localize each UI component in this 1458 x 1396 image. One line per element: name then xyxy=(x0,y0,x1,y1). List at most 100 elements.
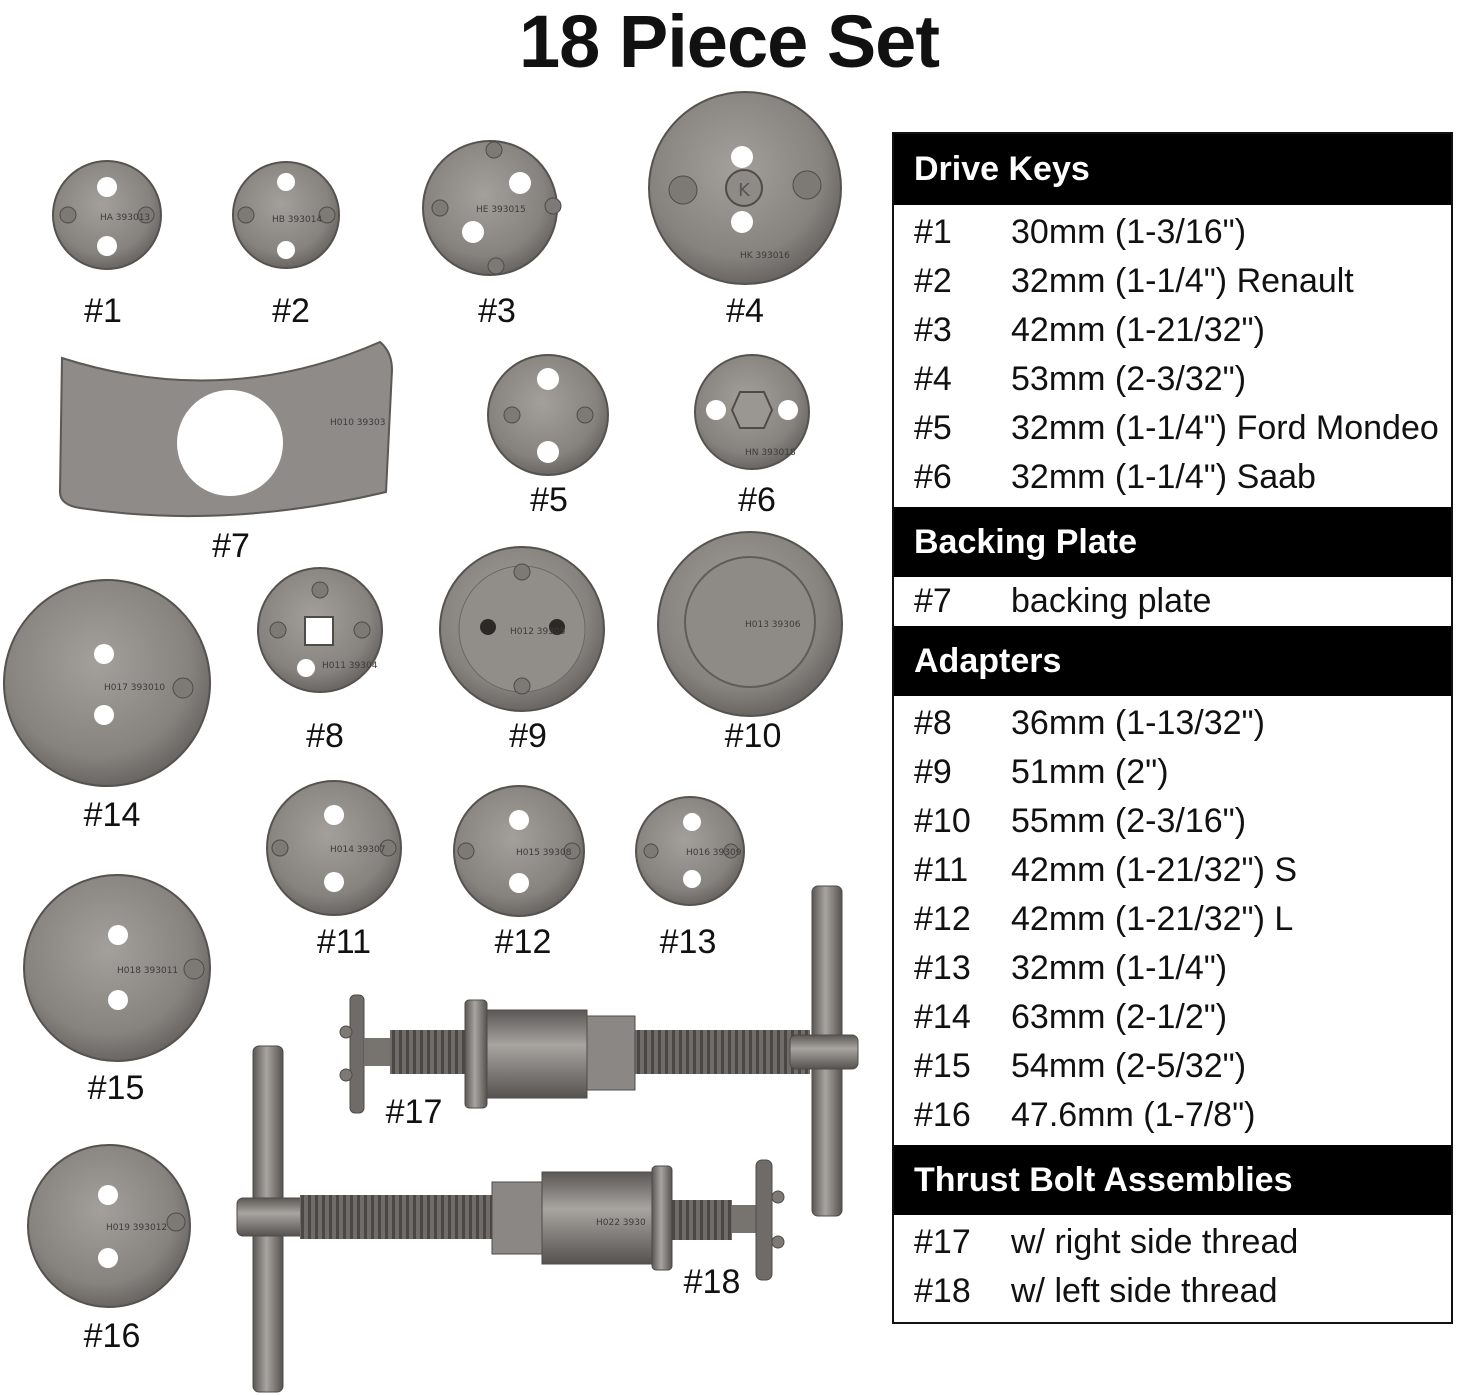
legend-row: #11 42mm (1-21/32") S xyxy=(894,846,1451,895)
part-label-6: #6 xyxy=(738,481,776,519)
legend-desc: 47.6mm (1-7/8") xyxy=(1011,1096,1256,1134)
part-12-stamp: H015 39308 xyxy=(516,848,572,858)
part-4-center-mark: K xyxy=(738,180,751,201)
legend-row: #4 53mm (2-3/32") xyxy=(894,355,1451,404)
part-label-14: #14 xyxy=(84,796,141,834)
legend-row: #7 backing plate xyxy=(894,577,1451,626)
legend-row: #10 55mm (2-3/16") xyxy=(894,797,1451,846)
part-label-2: #2 xyxy=(272,292,310,330)
legend-heading-backing-plate: Backing Plate xyxy=(894,507,1451,577)
legend-row: #1 30mm (1-3/16") xyxy=(894,208,1451,257)
part-16-stamp: H019 393012 xyxy=(106,1223,167,1233)
part-2-stamp: HB 393014 xyxy=(272,215,322,225)
legend-key: #13 xyxy=(914,949,971,987)
legend-key: #1 xyxy=(914,213,952,251)
part-label-16: #16 xyxy=(84,1317,141,1355)
legend-heading-adapters: Adapters xyxy=(894,626,1451,696)
legend-row: #15 54mm (2-5/32") xyxy=(894,1042,1451,1091)
legend-desc: 55mm (2-3/16") xyxy=(1011,802,1247,840)
legend-desc: 32mm (1-1/4") Saab xyxy=(1011,458,1316,496)
legend-desc: 63mm (2-1/2") xyxy=(1011,998,1228,1036)
legend-row: #17 w/ right side thread xyxy=(894,1218,1451,1267)
legend-row: #3 42mm (1-21/32") xyxy=(894,306,1451,355)
part-14-stamp: H017 393010 xyxy=(104,683,165,693)
legend-key: #6 xyxy=(914,458,952,496)
legend-key: #3 xyxy=(914,311,952,349)
part-1-stamp: HA 393013 xyxy=(100,213,150,223)
part-9-stamp: H012 39305 xyxy=(510,627,565,637)
legend-key: #10 xyxy=(914,802,971,840)
part-10-stamp: H013 39306 xyxy=(745,620,801,630)
legend-desc: 53mm (2-3/32") xyxy=(1011,360,1247,398)
adapter-15: H018 393011 xyxy=(23,874,211,1062)
part-11-stamp: H014 39307 xyxy=(330,845,385,855)
part-label-5: #5 xyxy=(530,481,568,519)
part-label-18: #18 xyxy=(684,1263,741,1301)
part-18-stamp: H022 3930 xyxy=(596,1218,646,1228)
legend-key: #4 xyxy=(914,360,952,398)
adapter-10: H013 39306 xyxy=(657,531,843,717)
part-label-9: #9 xyxy=(509,717,547,755)
part-label-11: #11 xyxy=(317,923,371,961)
adapter-11: H014 39307 xyxy=(266,780,402,916)
legend-row: #13 32mm (1-1/4") xyxy=(894,944,1451,993)
legend-desc: 54mm (2-5/32") xyxy=(1011,1047,1247,1085)
legend-row: #9 51mm (2") xyxy=(894,748,1451,797)
part-label-12: #12 xyxy=(495,923,552,961)
legend-desc: 36mm (1-13/32") xyxy=(1011,704,1265,742)
legend-key: #16 xyxy=(914,1096,971,1134)
legend-key: #15 xyxy=(914,1047,971,1085)
legend-heading-text: Thrust Bolt Assemblies xyxy=(914,1160,1293,1199)
legend-key: #17 xyxy=(914,1223,971,1261)
legend-desc: 30mm (1-3/16") xyxy=(1011,213,1247,251)
legend-heading-drive-keys: Drive Keys xyxy=(894,134,1451,205)
part-label-1: #1 xyxy=(84,292,122,330)
legend-desc: w/ right side thread xyxy=(1011,1223,1299,1261)
part-3-stamp: HE 393015 xyxy=(476,205,526,215)
drive-key-6: HN 393018 xyxy=(694,354,810,470)
legend-desc: 42mm (1-21/32") xyxy=(1011,311,1265,349)
drive-key-5 xyxy=(487,354,609,476)
adapter-13: H016 39309 xyxy=(635,796,745,906)
legend-key: #7 xyxy=(914,582,952,620)
legend-desc: 32mm (1-1/4") xyxy=(1011,949,1228,987)
legend-desc: 42mm (1-21/32") S xyxy=(1011,851,1298,889)
legend-desc: w/ left side thread xyxy=(1011,1272,1278,1310)
legend-key: #14 xyxy=(914,998,971,1036)
part-label-15: #15 xyxy=(88,1069,145,1107)
adapter-14: H017 393010 xyxy=(3,579,211,787)
legend-row: #14 63mm (2-1/2") xyxy=(894,993,1451,1042)
drive-key-4: K HK 393016 xyxy=(648,91,842,285)
legend-key: #18 xyxy=(914,1272,971,1310)
legend-key: #8 xyxy=(914,704,952,742)
part-label-13: #13 xyxy=(660,923,717,961)
tool-set-photo: HA 393013 HB 393014 HE 393015 K HK 39301… xyxy=(3,91,859,1393)
legend-desc: 42mm (1-21/32") L xyxy=(1011,900,1294,938)
legend-desc: 51mm (2") xyxy=(1011,753,1169,791)
page-title: 18 Piece Set xyxy=(519,0,940,83)
legend-row: #12 42mm (1-21/32") L xyxy=(894,895,1451,944)
adapter-9: H012 39305 xyxy=(439,546,605,712)
part-8-stamp: H011 39304 xyxy=(322,661,378,671)
legend-row: #18 w/ left side thread xyxy=(894,1267,1451,1316)
legend-key: #9 xyxy=(914,753,952,791)
part-label-10: #10 xyxy=(725,717,782,755)
adapter-16: H019 393012 xyxy=(27,1144,191,1308)
part-label-8: #8 xyxy=(306,717,344,755)
legend-heading-thrust-bolt-assemblies: Thrust Bolt Assemblies xyxy=(894,1145,1451,1215)
legend-row: #6 32mm (1-1/4") Saab xyxy=(894,453,1451,502)
legend-desc: 32mm (1-1/4") Renault xyxy=(1011,262,1354,300)
legend-key: #5 xyxy=(914,409,952,447)
legend-key: #12 xyxy=(914,900,971,938)
legend-key: #11 xyxy=(914,851,969,889)
backing-plate-7: H010 39303 xyxy=(58,340,394,518)
legend-row: #16 47.6mm (1-7/8") xyxy=(894,1091,1451,1140)
part-15-stamp: H018 393011 xyxy=(117,966,178,976)
drive-key-2: HB 393014 xyxy=(232,161,340,269)
part-6-stamp: HN 393018 xyxy=(745,448,796,458)
thrust-bolt-17 xyxy=(339,885,859,1217)
part-4-stamp: HK 393016 xyxy=(740,251,790,261)
drive-key-3: HE 393015 xyxy=(422,140,562,276)
legend-desc: backing plate xyxy=(1011,582,1212,620)
